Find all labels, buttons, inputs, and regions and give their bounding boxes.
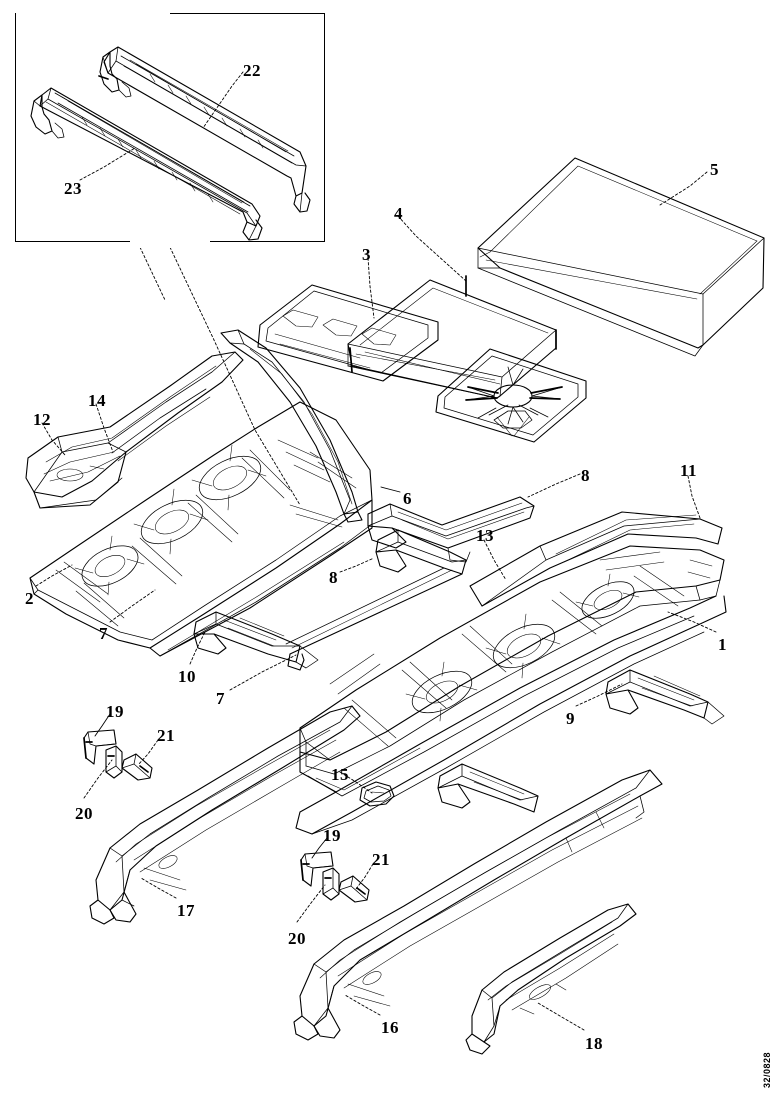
leader-lines — [35, 171, 717, 1031]
leader-8 — [527, 473, 581, 498]
callout-4: 4 — [394, 204, 403, 223]
callout-12: 12 — [33, 410, 51, 429]
inset-bottom-gap-mask — [130, 236, 210, 248]
callout-22: 22 — [243, 61, 261, 80]
part-19b-bracket-plate — [300, 851, 334, 887]
part-6-tunnel-arch-brace — [220, 329, 363, 523]
callout-3: 3 — [362, 245, 371, 264]
leader-21b — [355, 863, 374, 890]
leader-9 — [575, 683, 623, 707]
leader-20b — [296, 884, 326, 923]
callout-7b: 7 — [216, 689, 225, 708]
leader-19b — [311, 837, 328, 859]
callout-7: 7 — [99, 624, 108, 643]
leader-2 — [35, 564, 73, 587]
bracket-set-right — [300, 851, 370, 903]
leader-8b — [339, 557, 375, 573]
callout-15: 15 — [331, 765, 349, 784]
leader-21 — [137, 739, 159, 766]
callout-21b: 21 — [372, 850, 390, 869]
callout-8b: 8 — [329, 568, 338, 587]
part-22-upper-cross-rail — [98, 46, 311, 213]
callout-8: 8 — [581, 466, 590, 485]
leader-23 — [79, 147, 136, 181]
part-14-left-floor-pan-rib — [111, 388, 211, 462]
callout-20: 20 — [75, 804, 93, 823]
leader-7b — [229, 654, 297, 691]
callout-13: 13 — [476, 526, 494, 545]
part-20-bracket-support — [105, 745, 123, 779]
callout-16: 16 — [381, 1018, 399, 1037]
figure-code: 32/0828 — [762, 1051, 772, 1088]
bracket-set-left — [83, 729, 153, 781]
leader-1 — [667, 611, 717, 633]
part-2-left-floor-pan — [29, 401, 373, 657]
part-19-bracket-plate — [83, 729, 117, 765]
inset-detail-box — [15, 13, 325, 242]
leader-inset-to-body — [167, 242, 301, 506]
leader-6 — [380, 486, 401, 493]
leader-16 — [344, 994, 381, 1016]
callout-14: 14 — [88, 391, 106, 410]
leader-10 — [189, 631, 206, 665]
callout-10: 10 — [178, 667, 196, 686]
callout-17: 17 — [177, 901, 195, 920]
part-8-cross-member-lower — [285, 529, 467, 671]
part-5-rear-floor-panel — [477, 157, 765, 357]
leader-5 — [659, 171, 708, 206]
leader-3 — [367, 257, 375, 319]
part-17-left-frame-rail — [89, 705, 361, 925]
callout-11: 11 — [680, 461, 698, 480]
part-18-frame-rail-closing-plate — [465, 903, 637, 1055]
part-21-bracket-pin — [121, 753, 153, 781]
seat-pan-spider-detail — [435, 348, 587, 443]
part-12-left-front-floor-extension — [25, 351, 244, 509]
part-16-right-frame-rail — [293, 769, 663, 1041]
part-21b-bracket-pin — [338, 875, 370, 903]
leader-4 — [397, 215, 467, 282]
callout-1: 1 — [718, 635, 727, 654]
inset-detail-group — [30, 46, 311, 241]
leader-inset-to-body-2 — [137, 242, 166, 301]
part-15-grommet-plug — [359, 781, 395, 807]
part-3-center-tunnel-reinforcement — [257, 284, 439, 382]
callout-20b: 20 — [288, 929, 306, 948]
callout-9: 9 — [566, 709, 575, 728]
leader-17 — [140, 877, 177, 899]
leader-19 — [94, 713, 111, 737]
callout-19: 19 — [106, 702, 124, 721]
part-20b-bracket-support — [322, 867, 340, 901]
callout-23: 23 — [64, 179, 82, 198]
part-9-seat-mount-bracket-right — [605, 669, 725, 725]
leader-7 — [109, 589, 156, 623]
leader-20 — [83, 759, 113, 799]
part-1-right-floor-pan — [295, 511, 727, 835]
leader-12 — [41, 422, 66, 456]
callout-2: 2 — [25, 589, 34, 608]
part-10-seat-mount-bracket-left — [193, 611, 319, 669]
callout-18: 18 — [585, 1034, 603, 1053]
callout-21: 21 — [157, 726, 175, 745]
leader-18 — [537, 1002, 585, 1031]
part-8-cross-member-upper — [367, 496, 535, 563]
leader-15 — [339, 771, 373, 794]
callout-19b: 19 — [323, 826, 341, 845]
callout-6: 6 — [403, 489, 412, 508]
part-23-lower-cross-rail — [30, 87, 263, 241]
leader-13 — [483, 539, 507, 581]
leader-11 — [687, 475, 701, 519]
leader-14 — [95, 403, 114, 453]
leader-22 — [202, 71, 244, 129]
inset-top-border — [170, 13, 325, 14]
cross-rail-detail — [437, 763, 539, 813]
callout-5: 5 — [710, 160, 719, 179]
